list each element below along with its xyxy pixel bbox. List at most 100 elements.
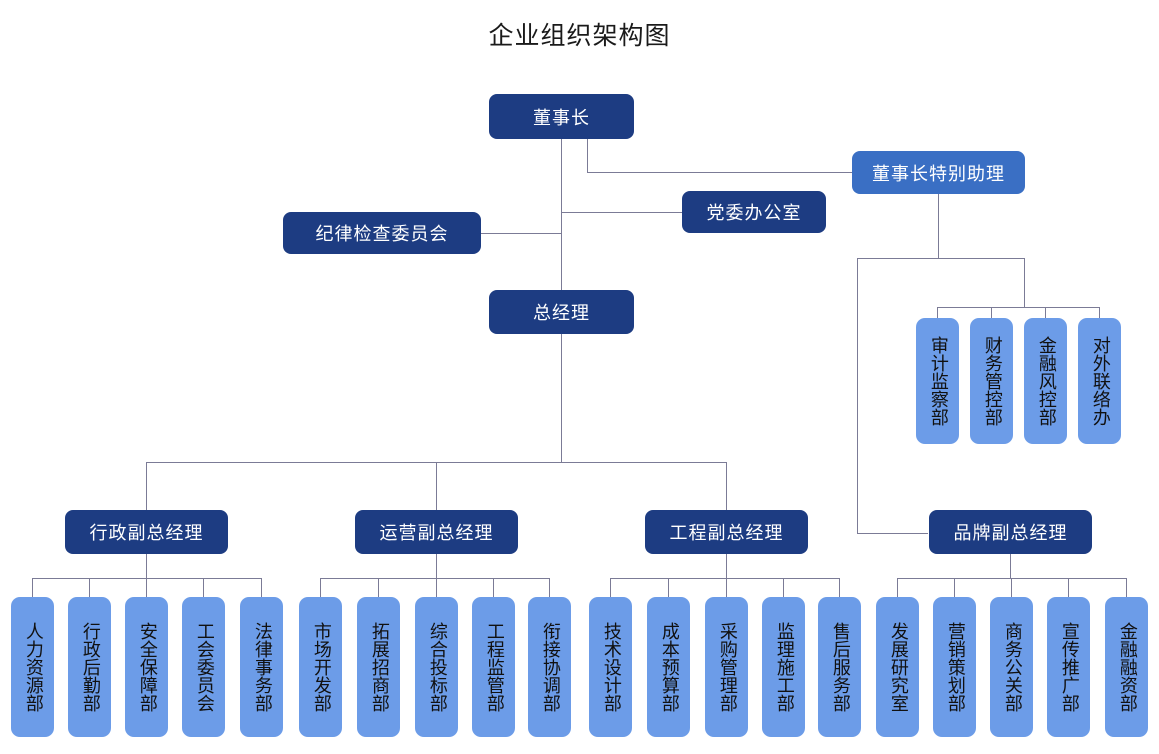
connector-vp3-stem: [726, 554, 727, 578]
node-party-office-label: 党委办公室: [706, 203, 802, 224]
node-discipline-committee-label: 纪律检查委员会: [315, 224, 449, 245]
node-dept-2-2[interactable]: 拓展招商部: [357, 597, 400, 737]
connector-assistant-to-brand-vp: [857, 258, 858, 533]
connector-chairman-stem-right: [587, 139, 588, 172]
node-dept-4-3-label: 商务公关部: [1001, 622, 1023, 712]
connector-vp2-drop-4: [493, 578, 494, 597]
connector-vp3-drop-1: [610, 578, 611, 597]
node-assistant-dept-3[interactable]: 金融风控部: [1024, 318, 1067, 444]
node-dept-3-2-label: 成本预算部: [658, 622, 680, 712]
connector-vp4-drop-5: [1126, 578, 1127, 597]
connector-vp4-drop-3: [1011, 578, 1012, 597]
node-chairman-assistant[interactable]: 董事长特别助理: [852, 151, 1025, 194]
node-dept-2-2-label: 拓展招商部: [368, 622, 390, 712]
node-dept-2-5-label: 衔接协调部: [539, 622, 561, 712]
node-dept-3-1-label: 技术设计部: [600, 622, 622, 712]
node-assistant-dept-3-label: 金融风控部: [1035, 336, 1057, 426]
connector-vp2-drop-2: [378, 578, 379, 597]
connector-vp1-drop-1: [32, 578, 33, 597]
node-dept-3-5[interactable]: 售后服务部: [818, 597, 861, 737]
node-dept-4-3[interactable]: 商务公关部: [990, 597, 1033, 737]
connector-assistant-right-drop: [1024, 258, 1025, 307]
node-dept-1-4[interactable]: 工会委员会: [182, 597, 225, 737]
connector-vp2-drop-1: [320, 578, 321, 597]
connector-vp2-stem: [436, 554, 437, 578]
connector-assist-dept-drop-1: [937, 307, 938, 318]
connector-assist-dept-drop-3: [1045, 307, 1046, 318]
node-dept-4-5-label: 金融融资部: [1116, 622, 1138, 712]
connector-assistant-bus: [857, 258, 1025, 259]
node-dept-4-1[interactable]: 发展研究室: [876, 597, 919, 737]
node-dept-2-4-label: 工程监管部: [483, 622, 505, 712]
connector-vp4-drop-4: [1068, 578, 1069, 597]
node-vice-president-1-label: 行政副总经理: [89, 523, 204, 544]
node-vice-president-3[interactable]: 工程副总经理: [645, 510, 808, 554]
connector-vp1-drop-3: [146, 578, 147, 597]
connector-vp3-bus: [610, 578, 839, 579]
node-dept-4-5[interactable]: 金融融资部: [1105, 597, 1148, 737]
connector-vp-drop-1: [146, 462, 147, 510]
node-general-manager[interactable]: 总经理: [489, 290, 634, 334]
node-dept-3-4[interactable]: 监理施工部: [762, 597, 805, 737]
connector-vp1-drop-4: [203, 578, 204, 597]
connector-vp1-stem: [146, 554, 147, 578]
node-dept-1-1[interactable]: 人力资源部: [11, 597, 54, 737]
node-vice-president-4[interactable]: 品牌副总经理: [929, 510, 1092, 554]
node-dept-3-3-label: 采购管理部: [716, 622, 738, 712]
node-dept-4-2-label: 营销策划部: [944, 622, 966, 712]
node-vice-president-1[interactable]: 行政副总经理: [65, 510, 228, 554]
node-dept-3-4-label: 监理施工部: [773, 622, 795, 712]
node-dept-4-2[interactable]: 营销策划部: [933, 597, 976, 737]
node-dept-3-2[interactable]: 成本预算部: [647, 597, 690, 737]
node-dept-2-3-label: 综合投标部: [426, 622, 448, 712]
node-dept-1-5-label: 法律事务部: [251, 622, 273, 712]
node-dept-1-3-label: 安全保障部: [136, 622, 158, 712]
node-discipline-committee[interactable]: 纪律检查委员会: [283, 212, 481, 254]
node-dept-3-3[interactable]: 采购管理部: [705, 597, 748, 737]
node-assistant-dept-1[interactable]: 审计监察部: [916, 318, 959, 444]
connector-vp4-drop-2: [954, 578, 955, 597]
node-dept-2-5[interactable]: 衔接协调部: [528, 597, 571, 737]
page-title: 企业组织架构图: [488, 21, 671, 50]
node-dept-1-4-label: 工会委员会: [193, 622, 215, 712]
connector-vp-drop-3: [726, 462, 727, 510]
node-dept-1-2-label: 行政后勤部: [79, 622, 101, 712]
connector-assist-dept-drop-4: [1099, 307, 1100, 318]
node-dept-1-2[interactable]: 行政后勤部: [68, 597, 111, 737]
node-vice-president-2-label: 运营副总经理: [379, 523, 494, 544]
node-dept-3-1[interactable]: 技术设计部: [589, 597, 632, 737]
connector-chairman-to-assistant: [587, 172, 852, 173]
node-vice-president-2[interactable]: 运营副总经理: [355, 510, 518, 554]
connector-assistant-stem: [938, 189, 939, 258]
node-dept-2-3[interactable]: 综合投标部: [415, 597, 458, 737]
node-assistant-dept-4[interactable]: 对外联络办: [1078, 318, 1121, 444]
node-assistant-dept-1-label: 审计监察部: [927, 336, 949, 426]
node-chairman-assistant-label: 董事长特别助理: [872, 163, 1005, 185]
node-dept-1-1-label: 人力资源部: [22, 622, 44, 712]
node-dept-2-1-label: 市场开发部: [310, 622, 332, 712]
node-dept-2-1[interactable]: 市场开发部: [299, 597, 342, 737]
connector-vp2-bus: [320, 578, 549, 579]
connector-vp1-drop-5: [261, 578, 262, 597]
connector-gm-to-discipline: [481, 233, 562, 234]
node-vice-president-4-label: 品牌副总经理: [953, 523, 1068, 544]
node-assistant-dept-2-label: 财务管控部: [981, 336, 1003, 426]
node-dept-4-4[interactable]: 宣传推广部: [1047, 597, 1090, 737]
connector-vp3-drop-3: [726, 578, 727, 597]
node-dept-1-3[interactable]: 安全保障部: [125, 597, 168, 737]
node-dept-3-5-label: 售后服务部: [829, 622, 851, 712]
connector-vp2-drop-3: [436, 578, 437, 597]
node-assistant-dept-2[interactable]: 财务管控部: [970, 318, 1013, 444]
connector-vp4-stem: [1010, 554, 1011, 578]
connector-assistant-to-brand-vp-h: [857, 533, 928, 534]
node-party-office[interactable]: 党委办公室: [682, 191, 826, 233]
connector-gm-stem-down: [561, 334, 562, 462]
connector-vp3-drop-4: [783, 578, 784, 597]
node-chairman[interactable]: 董事长: [489, 94, 634, 139]
node-dept-4-4-label: 宣传推广部: [1058, 622, 1080, 712]
node-chairman-label: 董事长: [533, 107, 590, 129]
connector-vp4-drop-1: [897, 578, 898, 597]
node-dept-2-4[interactable]: 工程监管部: [472, 597, 515, 737]
connector-assist-dept-drop-2: [991, 307, 992, 318]
node-dept-1-5[interactable]: 法律事务部: [240, 597, 283, 737]
